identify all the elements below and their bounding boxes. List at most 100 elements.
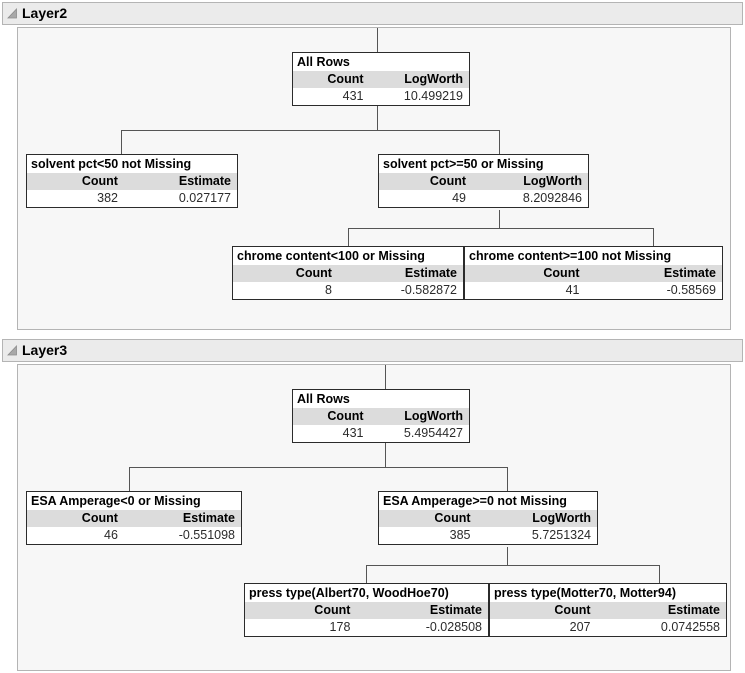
- column-value: 5.4954427: [369, 425, 470, 442]
- node-column-logworth: LogWorth 8.2092846: [472, 173, 589, 207]
- column-header: Estimate: [596, 602, 727, 619]
- connector-split-stem-2: [499, 210, 500, 228]
- connector-root-stub: [377, 28, 378, 52]
- column-header: Estimate: [585, 265, 722, 282]
- node-title: ESA Amperage<0 or Missing: [27, 492, 241, 510]
- node-title: press type(Motter70, Motter94): [490, 584, 726, 602]
- connector-child-drop-left: [129, 467, 130, 491]
- node-column-count: Count 41: [465, 265, 586, 299]
- column-header: LogWorth: [476, 510, 598, 527]
- tree-node-all-rows[interactable]: All Rows Count 431 LogWorth 5.4954427: [292, 389, 470, 443]
- column-value: 178: [245, 619, 357, 636]
- connector-root-stub: [385, 365, 386, 389]
- node-title: ESA Amperage>=0 not Missing: [379, 492, 597, 510]
- column-value: 385: [379, 527, 477, 544]
- column-header: Count: [490, 602, 597, 619]
- node-column-count: Count 178: [245, 602, 357, 636]
- tree-node-esa-amperage-ge-0[interactable]: ESA Amperage>=0 not Missing Count 385 Lo…: [378, 491, 598, 545]
- column-value: 0.0742558: [596, 619, 727, 636]
- node-columns: Count 49 LogWorth 8.2092846: [379, 173, 589, 207]
- column-header: Estimate: [123, 173, 237, 190]
- tree-node-press-type-motter70-motter94[interactable]: press type(Motter70, Motter94) Count 207…: [489, 583, 727, 637]
- column-header: Count: [233, 265, 338, 282]
- column-header: Count: [379, 173, 473, 190]
- column-header: LogWorth: [369, 408, 470, 425]
- column-header: Count: [465, 265, 586, 282]
- column-header: Count: [379, 510, 477, 527]
- column-value: 431: [293, 88, 370, 105]
- node-title: All Rows: [293, 53, 469, 71]
- tree-node-solvent-pct-lt-50[interactable]: solvent pct<50 not Missing Count 382 Est…: [26, 154, 238, 208]
- column-header: Estimate: [123, 510, 242, 527]
- column-value: 49: [379, 190, 473, 207]
- column-value: 0.027177: [123, 190, 237, 207]
- column-header: Count: [245, 602, 357, 619]
- layer-header-layer3[interactable]: Layer3: [2, 339, 743, 362]
- node-columns: Count 41 Estimate -0.58569: [465, 265, 722, 299]
- tree-panel-layer3: All Rows Count 431 LogWorth 5.4954427 ES…: [17, 364, 731, 671]
- node-column-count: Count 46: [27, 510, 124, 544]
- node-column-estimate: Estimate 0.027177: [123, 173, 237, 207]
- tree-node-all-rows[interactable]: All Rows Count 431 LogWorth 10.499219: [292, 52, 470, 106]
- column-header: LogWorth: [369, 71, 470, 88]
- node-title: chrome content<100 or Missing: [233, 247, 463, 265]
- layer-header-layer2[interactable]: Layer2: [2, 2, 743, 25]
- node-column-estimate: Estimate 0.0742558: [596, 602, 727, 636]
- node-title: press type(Albert70, WoodHoe70): [245, 584, 488, 602]
- node-title: chrome content>=100 not Missing: [465, 247, 722, 265]
- node-column-count: Count 8: [233, 265, 338, 299]
- connector-split-bar: [121, 130, 499, 131]
- column-value: -0.028508: [356, 619, 489, 636]
- node-columns: Count 207 Estimate 0.0742558: [490, 602, 727, 636]
- node-columns: Count 385 LogWorth 5.7251324: [379, 510, 598, 544]
- connector-leaf-drop-left: [348, 228, 349, 246]
- connector-child-drop-right: [507, 467, 508, 491]
- column-value: -0.551098: [123, 527, 242, 544]
- column-header: Count: [27, 173, 124, 190]
- node-columns: Count 46 Estimate -0.551098: [27, 510, 242, 544]
- node-title: solvent pct<50 not Missing: [27, 155, 237, 173]
- connector-split-bar-2: [348, 228, 653, 229]
- column-value: -0.58569: [585, 282, 722, 299]
- column-header: Estimate: [337, 265, 464, 282]
- tree-node-esa-amperage-lt-0[interactable]: ESA Amperage<0 or Missing Count 46 Estim…: [26, 491, 242, 545]
- connector-child-drop-right: [499, 130, 500, 154]
- column-value: 41: [465, 282, 586, 299]
- column-value: 431: [293, 425, 370, 442]
- column-value: 382: [27, 190, 124, 207]
- connector-leaf-drop-left: [366, 565, 367, 583]
- connector-split-stem: [385, 443, 386, 467]
- layer-title-layer2: Layer2: [22, 5, 68, 21]
- connector-split-stem: [377, 106, 378, 130]
- connector-child-drop-left: [121, 130, 122, 154]
- tree-node-chrome-content-ge-100[interactable]: chrome content>=100 not Missing Count 41…: [464, 246, 723, 300]
- tree-node-chrome-content-lt-100[interactable]: chrome content<100 or Missing Count 8 Es…: [232, 246, 464, 300]
- column-header: LogWorth: [472, 173, 589, 190]
- node-columns: Count 382 Estimate 0.027177: [27, 173, 237, 207]
- disclosure-open-triangle-icon[interactable]: [6, 344, 19, 357]
- node-column-logworth: LogWorth 5.7251324: [476, 510, 598, 544]
- connector-leaf-drop-right: [659, 565, 660, 583]
- connector-leaf-drop-right: [653, 228, 654, 246]
- node-column-count: Count 49: [379, 173, 473, 207]
- node-columns: Count 431 LogWorth 5.4954427: [293, 408, 470, 442]
- column-value: 207: [490, 619, 597, 636]
- node-columns: Count 431 LogWorth 10.499219: [293, 71, 470, 105]
- connector-split-stem-2: [507, 547, 508, 565]
- connector-split-bar: [129, 467, 507, 468]
- tree-node-solvent-pct-ge-50[interactable]: solvent pct>=50 or Missing Count 49 LogW…: [378, 154, 589, 208]
- node-title: solvent pct>=50 or Missing: [379, 155, 588, 173]
- node-column-count: Count 431: [293, 408, 370, 442]
- node-column-logworth: LogWorth 10.499219: [369, 71, 470, 105]
- disclosure-open-triangle-icon[interactable]: [6, 7, 19, 20]
- node-column-count: Count 431: [293, 71, 370, 105]
- tree-node-press-type-albert70-woodhoe70[interactable]: press type(Albert70, WoodHoe70) Count 17…: [244, 583, 489, 637]
- node-column-estimate: Estimate -0.582872: [337, 265, 464, 299]
- node-column-estimate: Estimate -0.551098: [123, 510, 242, 544]
- node-column-logworth: LogWorth 5.4954427: [369, 408, 470, 442]
- connector-split-bar-2: [366, 565, 659, 566]
- layer-title-layer3: Layer3: [22, 342, 68, 358]
- node-column-count: Count 207: [490, 602, 597, 636]
- node-columns: Count 8 Estimate -0.582872: [233, 265, 464, 299]
- column-header: Count: [293, 408, 370, 425]
